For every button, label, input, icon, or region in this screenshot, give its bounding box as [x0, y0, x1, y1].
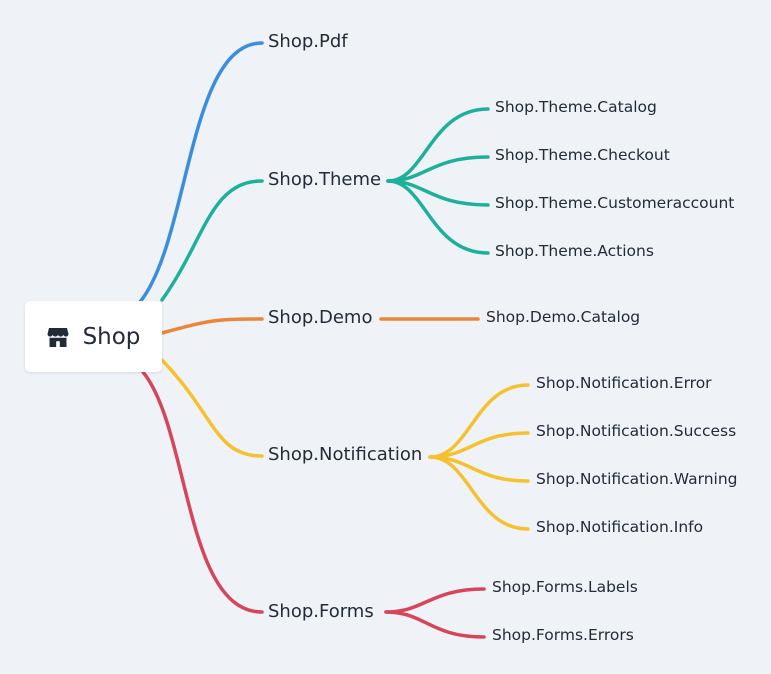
edge-root-forms	[141, 370, 264, 614]
node-shop-theme-checkout[interactable]: Shop.Theme.Checkout	[495, 146, 670, 164]
edge-forms-labels	[384, 587, 486, 614]
edge-theme-actions	[386, 179, 490, 255]
node-shop-forms-labels[interactable]: Shop.Forms.Labels	[492, 578, 638, 596]
edge-theme-catalog	[386, 107, 490, 183]
node-shop-demo[interactable]: Shop.Demo	[268, 307, 373, 328]
root-node[interactable]: Shop	[25, 301, 162, 372]
edge-root-pdf	[138, 41, 264, 304]
store-icon	[47, 327, 69, 347]
node-shop-notification-info[interactable]: Shop.Notification.Info	[536, 518, 704, 536]
root-label: Shop	[82, 323, 141, 350]
node-shop-notification[interactable]: Shop.Notification	[268, 444, 423, 465]
node-shop-notification-error[interactable]: Shop.Notification.Error	[536, 374, 712, 392]
node-shop-theme[interactable]: Shop.Theme	[268, 169, 382, 190]
node-shop-theme-actions[interactable]: Shop.Theme.Actions	[495, 242, 654, 260]
edge-forms-errors	[384, 610, 486, 639]
node-shop-theme-catalog[interactable]: Shop.Theme.Catalog	[495, 98, 657, 116]
node-shop-forms-errors[interactable]: Shop.Forms.Errors	[492, 626, 634, 644]
node-shop-notification-warning[interactable]: Shop.Notification.Warning	[536, 470, 738, 488]
edge-notification-error	[428, 383, 530, 459]
node-shop-forms[interactable]: Shop.Forms	[268, 601, 374, 622]
node-shop-demo-catalog[interactable]: Shop.Demo.Catalog	[486, 308, 641, 326]
node-shop-pdf[interactable]: Shop.Pdf	[268, 31, 348, 52]
node-shop-theme-customeraccount[interactable]: Shop.Theme.Customeraccount	[495, 194, 735, 212]
edge-root-demo	[160, 317, 264, 335]
edge-notification-info	[428, 455, 530, 531]
node-shop-notification-success[interactable]: Shop.Notification.Success	[536, 422, 737, 440]
edge-root-theme	[160, 179, 264, 302]
edge-root-notification	[160, 358, 264, 458]
